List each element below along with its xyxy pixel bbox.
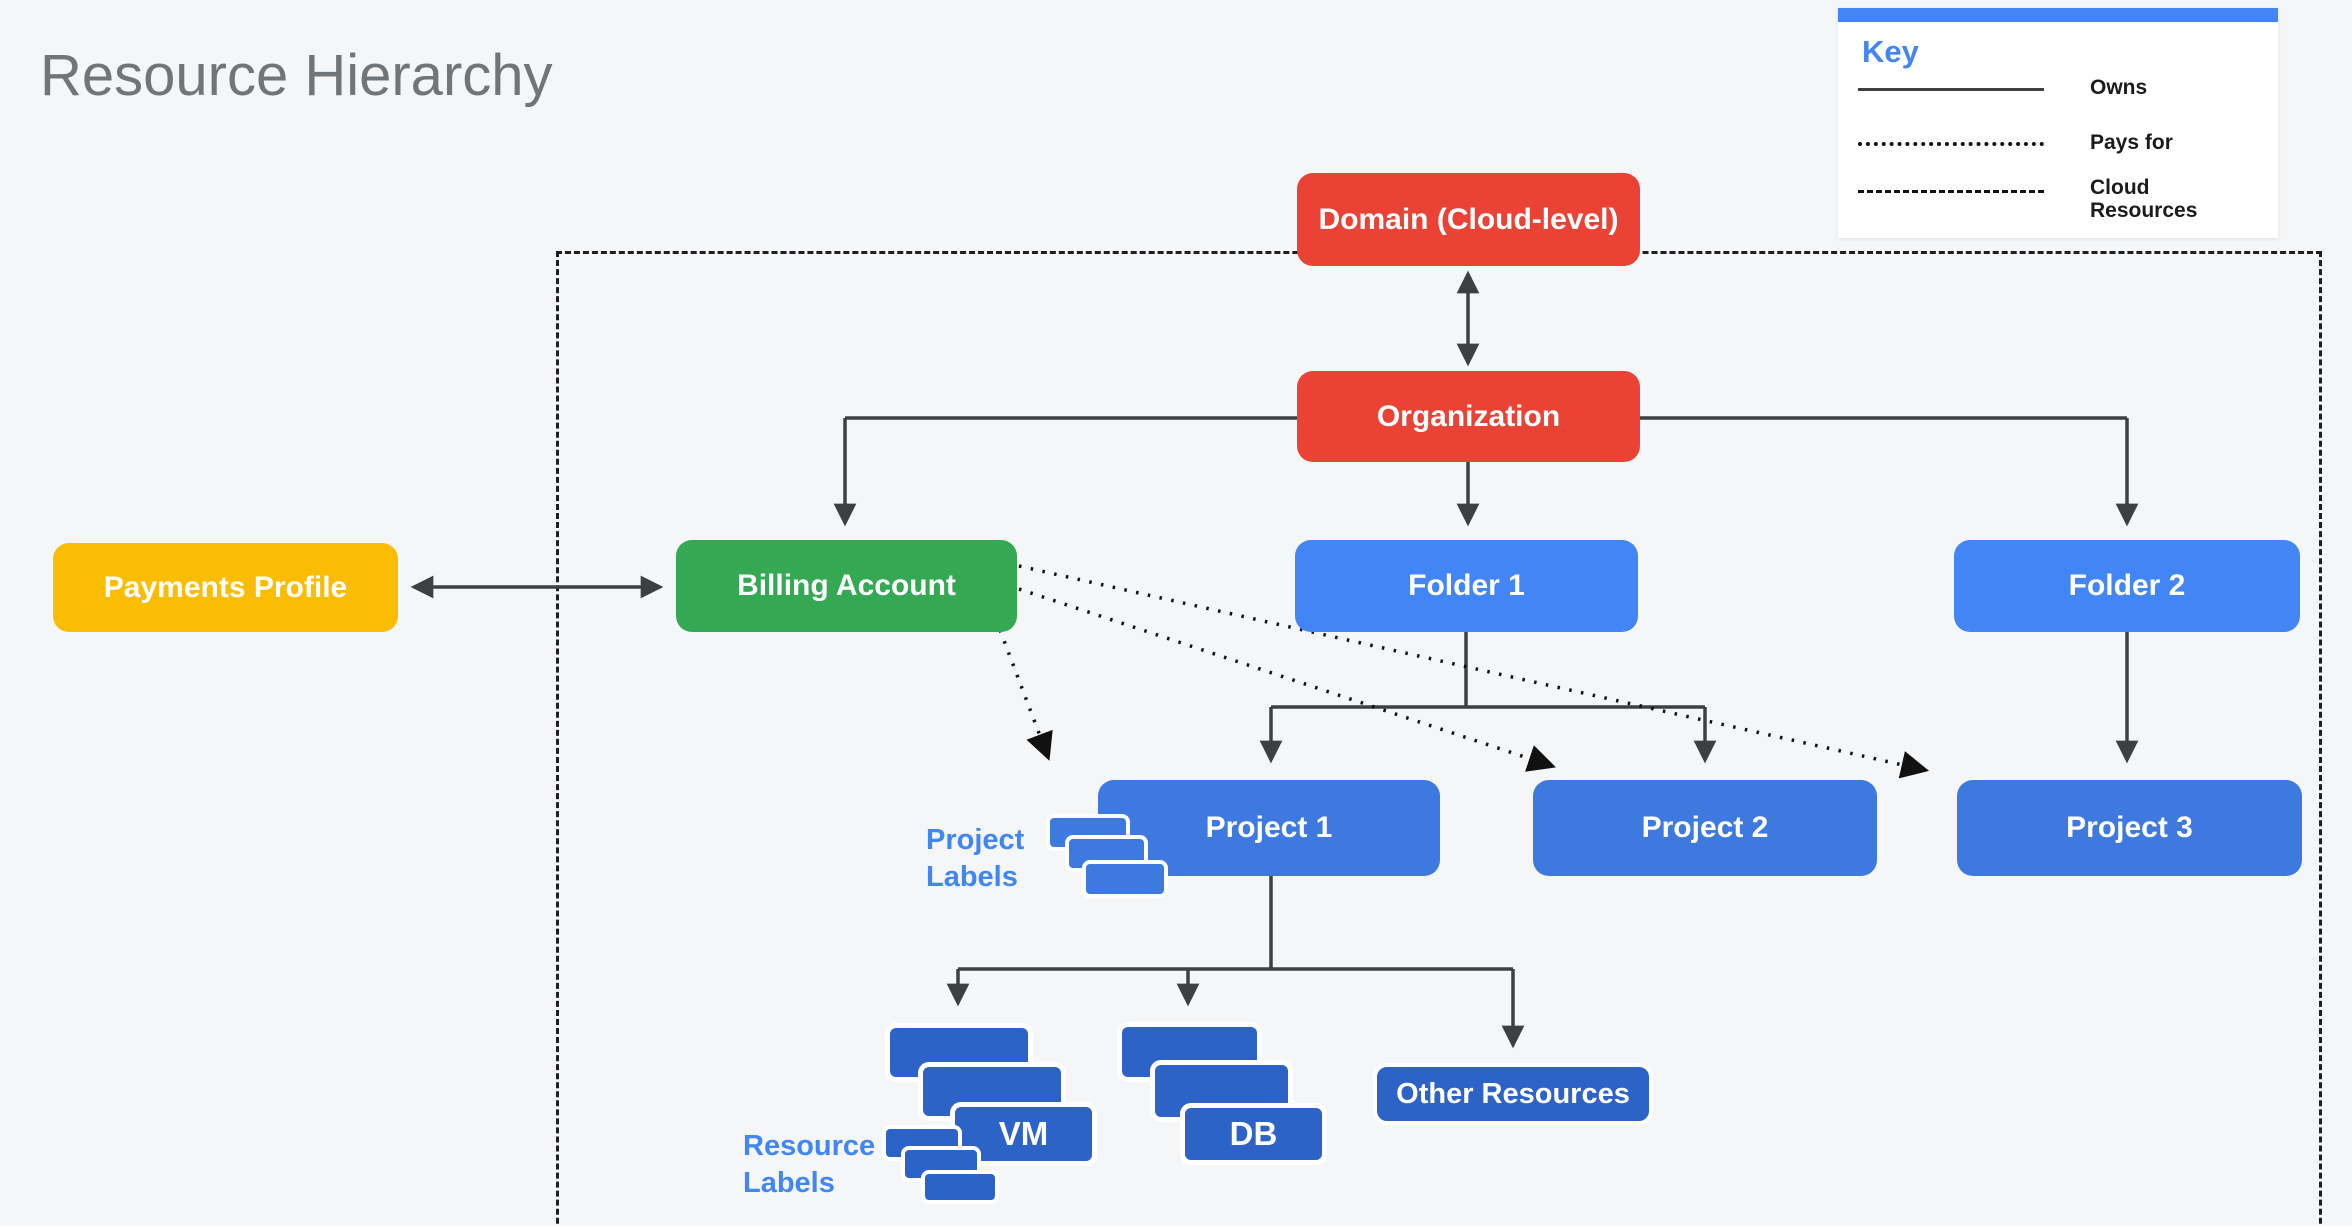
node-organization: Organization bbox=[1297, 371, 1640, 462]
resource-labels-line1: Resource bbox=[743, 1130, 876, 1162]
legend-cloud-resources-label: Cloud Resources bbox=[2090, 176, 2198, 222]
project-label-card-front bbox=[1082, 860, 1168, 898]
legend: Key Owns Pays for Cloud Resources bbox=[1838, 8, 2278, 238]
resource-label-card-front bbox=[921, 1170, 999, 1204]
node-folder-1: Folder 1 bbox=[1295, 540, 1638, 632]
db-card-front: DB bbox=[1180, 1103, 1327, 1165]
node-project-3: Project 3 bbox=[1957, 780, 2302, 876]
project-labels-line2: Labels bbox=[926, 861, 1018, 893]
legend-pays-for-line-sample bbox=[1858, 142, 2044, 146]
edge-billing-project1-dotted bbox=[998, 629, 1053, 761]
edge-billing-project2-dotted bbox=[1018, 587, 1556, 772]
legend-accent-bar bbox=[1838, 8, 2278, 22]
project-labels-line1: Project bbox=[926, 824, 1025, 856]
resource-labels-line2: Labels bbox=[743, 1167, 835, 1199]
resource-labels-annotation: Resource Labels bbox=[743, 1128, 875, 1202]
legend-pays-for-label: Pays for bbox=[2090, 131, 2173, 154]
legend-owns-label: Owns bbox=[2090, 76, 2148, 99]
legend-cloud-resources-line-sample bbox=[1858, 190, 2044, 193]
legend-heading: Key bbox=[1862, 34, 1919, 69]
page-title: Resource Hierarchy bbox=[40, 43, 553, 108]
node-project-2: Project 2 bbox=[1533, 780, 1877, 876]
legend-owns-line-sample bbox=[1858, 88, 2044, 91]
node-other-resources: Other Resources bbox=[1373, 1063, 1653, 1125]
node-payments-profile: Payments Profile bbox=[53, 543, 398, 632]
node-domain: Domain (Cloud-level) bbox=[1297, 173, 1640, 266]
node-folder-2: Folder 2 bbox=[1954, 540, 2300, 632]
project-labels-annotation: Project Labels bbox=[926, 822, 1024, 896]
node-billing-account: Billing Account bbox=[676, 540, 1017, 632]
